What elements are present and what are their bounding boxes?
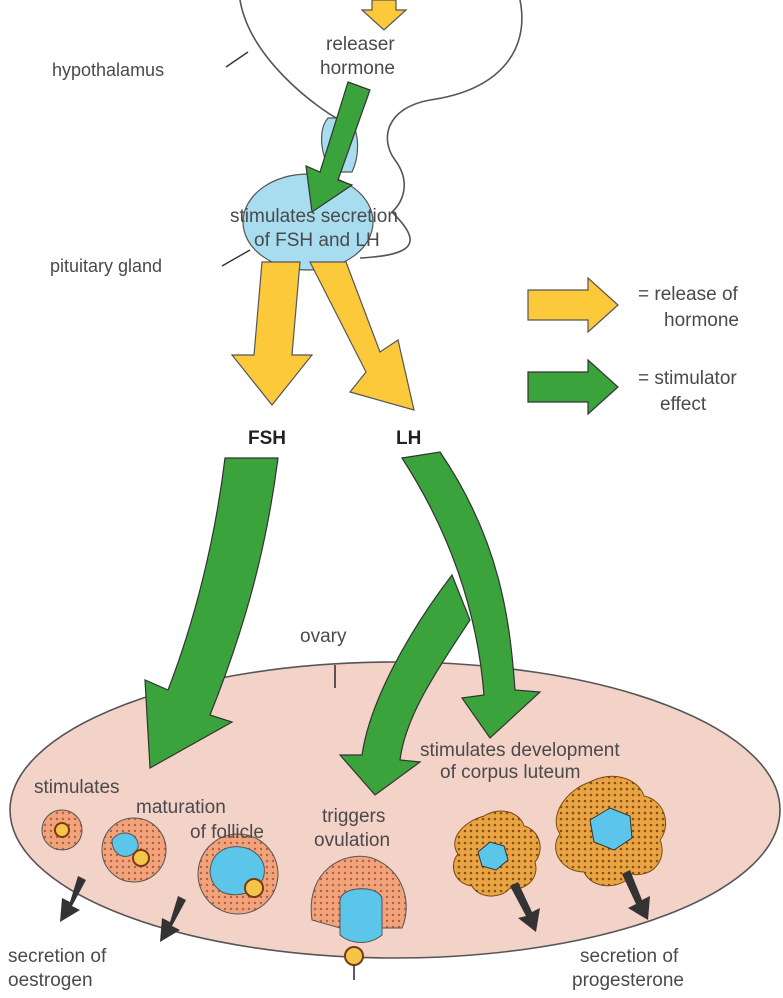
- ovulation-label-1: triggers: [322, 806, 385, 827]
- lh-corpus-arrow: [400, 451, 542, 739]
- lh-hormone-arrow: [309, 261, 415, 411]
- maturation-label-3: of follicle: [190, 822, 264, 843]
- oestrogen-label-2: oestrogen: [8, 970, 93, 991]
- stimulates-secretion-label-2: of FSH and LH: [254, 230, 380, 251]
- pituitary-gland-label: pituitary gland: [50, 256, 162, 276]
- legend-release-label-1: = release of: [638, 284, 739, 305]
- progesterone-arrow-2: [622, 870, 650, 920]
- oestrogen-arrow-2: [160, 896, 186, 942]
- oestrogen-arrow-1: [60, 876, 86, 922]
- stimulates-secretion-label-1: stimulates secretion: [230, 206, 398, 227]
- legend-hormone-arrow: [527, 276, 619, 334]
- mature-follicle-egg: [244, 878, 264, 898]
- legend-stimulator-arrow: [527, 358, 619, 416]
- legend-release-label-2: hormone: [664, 310, 739, 331]
- brain-outline: [359, 0, 523, 259]
- corpus-luteum-large-center: [589, 807, 633, 851]
- progesterone-label-2: progesterone: [572, 970, 684, 991]
- corpus-luteum-label-1: stimulates development: [420, 740, 620, 761]
- oestrogen-label-1: secretion of: [8, 946, 107, 967]
- lh-ovulation-arrow: [338, 573, 471, 796]
- releaser-label-2: hormone: [320, 58, 395, 79]
- progesterone-label-1: secretion of: [580, 946, 679, 967]
- legend-stimulator-label-1: = stimulator: [638, 368, 737, 389]
- releaser-label-1: releaser: [326, 34, 395, 55]
- lh-label: LH: [396, 428, 421, 449]
- fsh-stimulator-arrow: [144, 457, 279, 769]
- pituitary-pointer: [221, 249, 251, 267]
- developing-follicle-fluid: [111, 832, 139, 857]
- fsh-hormone-arrow: [230, 261, 314, 406]
- legend-stimulator-label-2: effect: [660, 394, 707, 415]
- ovary-label: ovary: [300, 626, 347, 647]
- fsh-label: FSH: [248, 428, 286, 449]
- progesterone-arrow-1: [510, 882, 540, 932]
- corpus-luteum-label-2: of corpus luteum: [440, 762, 580, 783]
- releaser-arrow: [305, 81, 371, 214]
- hypothalamus-label: hypothalamus: [52, 60, 164, 80]
- maturation-label-2: maturation: [136, 797, 226, 818]
- corpus-luteum-small-center: [477, 841, 509, 871]
- primary-follicle-egg: [54, 822, 70, 838]
- released-egg: [344, 946, 364, 966]
- maturation-label-1: stimulates: [34, 777, 120, 798]
- hormone-arrow-top: [360, 0, 408, 31]
- hypothalamus-pointer: [225, 51, 249, 68]
- ovulation-label-2: ovulation: [314, 830, 390, 851]
- developing-follicle-egg: [132, 849, 150, 867]
- ruptured-follicle-fluid: [339, 888, 383, 943]
